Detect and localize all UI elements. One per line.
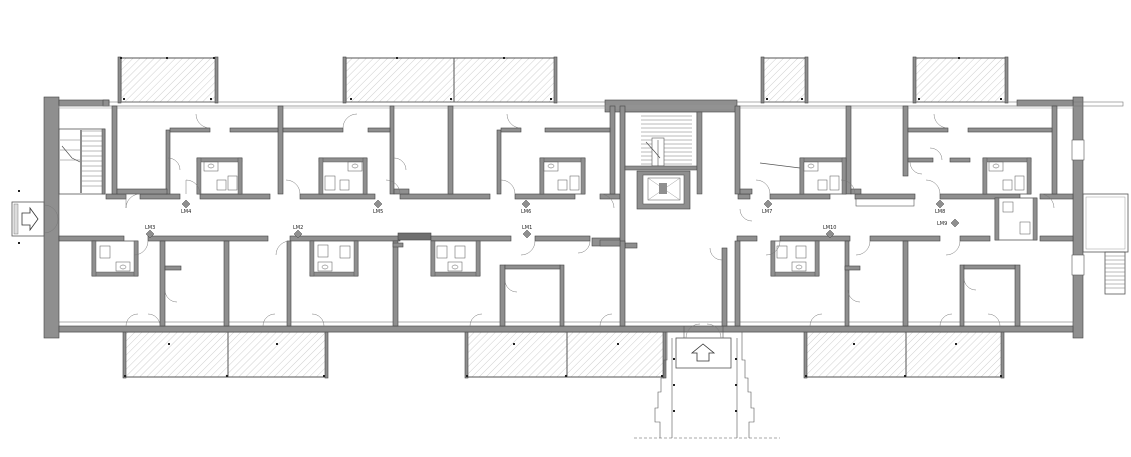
marker-lm9: LM9 (937, 218, 960, 228)
balcony (122, 330, 229, 379)
bathroom (539, 157, 586, 195)
marker-label: LM9 (937, 221, 947, 227)
marker-label: LM10 (823, 225, 836, 231)
balcony (453, 56, 558, 104)
marker-lm5: LM5 (373, 199, 383, 215)
bathroom (799, 157, 847, 195)
north-partitions (111, 105, 1058, 247)
diamond-marker-icon (763, 199, 773, 209)
balcony (905, 330, 1005, 379)
diamond-marker-icon (145, 229, 155, 239)
entrance-arrow-icon (690, 343, 716, 362)
marker-lm3: LM3 (145, 225, 155, 239)
marker-label: LM2 (293, 225, 303, 231)
balcony (803, 330, 907, 379)
marker-label: LM5 (373, 209, 383, 215)
bathroom (770, 240, 820, 277)
bathroom (196, 157, 243, 195)
marker-label: LM3 (145, 225, 155, 231)
central-stair (624, 111, 698, 171)
balcony (464, 330, 568, 379)
bathrooms-north (196, 157, 1038, 241)
diamond-marker-icon (293, 229, 303, 239)
corridor-walls (58, 193, 1074, 249)
marker-label: LM8 (935, 209, 945, 215)
diamond-marker-icon (935, 199, 945, 209)
diamond-marker-icon (522, 229, 532, 239)
balcony (760, 56, 809, 104)
balcony (227, 330, 329, 379)
bathrooms-south (91, 240, 820, 277)
diamond-marker-icon (521, 199, 531, 209)
east-stair (1071, 139, 1129, 295)
door-swings (125, 113, 1055, 327)
bathroom (982, 157, 1032, 195)
marker-label: LM1 (522, 225, 532, 231)
marker-lm6: LM6 (521, 199, 531, 215)
balcony (117, 56, 219, 104)
balcony (342, 56, 455, 104)
marker-lm2: LM2 (293, 225, 303, 239)
diamond-marker-icon (181, 199, 191, 209)
balcony (912, 56, 1009, 104)
marker-lm1: LM1 (522, 225, 532, 239)
lift-shaft (636, 111, 703, 210)
marker-label: LM4 (181, 209, 191, 215)
west-entrance (11, 190, 59, 244)
bathroom (91, 240, 139, 277)
bathroom (309, 240, 359, 277)
diamond-marker-icon (825, 229, 835, 239)
bathroom (318, 157, 368, 195)
marker-lm4: LM4 (181, 199, 191, 215)
marker-lm7: LM7 (762, 199, 773, 215)
south-entrance (634, 323, 780, 439)
marker-label: LM6 (521, 209, 531, 215)
west-stair (58, 128, 106, 195)
marker-lm10: LM10 (823, 225, 836, 239)
marker-lm8: LM8 (935, 199, 945, 215)
marker-label: LM7 (762, 209, 772, 215)
balconies-north (117, 56, 1009, 104)
south-partitions (159, 240, 1021, 327)
balconies-south (122, 330, 1005, 379)
balcony (566, 330, 667, 379)
markers: LM4 LM5 LM6 LM7 LM8 LM9 LM3 LM2 (145, 199, 960, 239)
diamond-marker-icon (950, 218, 960, 228)
diamond-marker-icon (373, 199, 383, 209)
corridor-features (599, 162, 915, 247)
entrance-arrow-icon (21, 206, 39, 232)
bathroom (430, 240, 481, 277)
bathroom (994, 197, 1038, 241)
